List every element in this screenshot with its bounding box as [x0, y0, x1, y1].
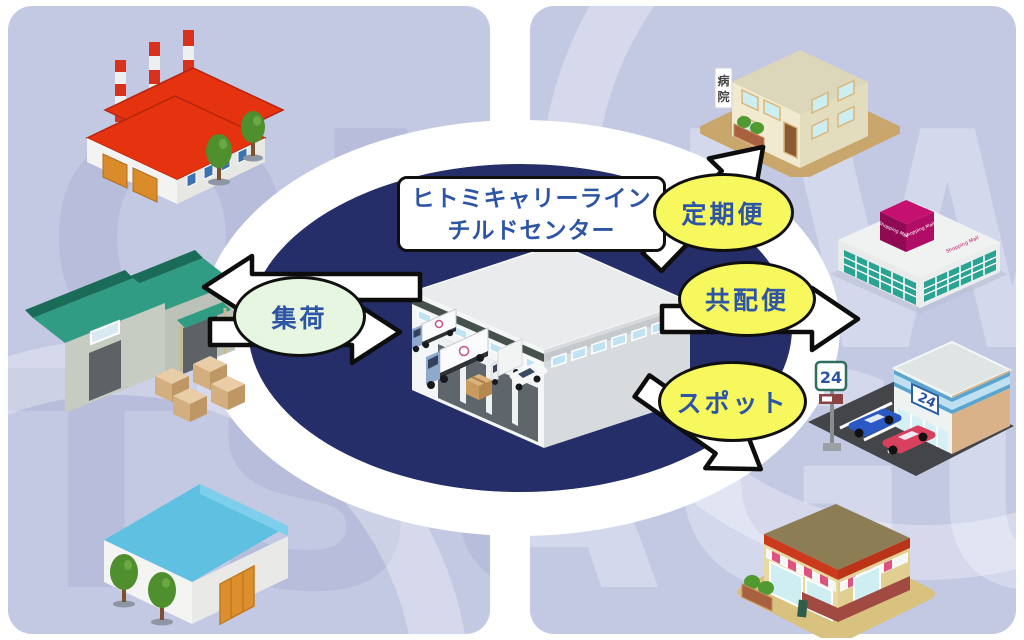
truck-icon — [426, 327, 489, 389]
pole-sign-24: 24 — [814, 360, 848, 451]
roof-front — [33, 278, 165, 343]
shopping-mall-icon: Shopping Mall Shopping Mall Shopping Mal… — [830, 200, 1008, 314]
chilled-center-warehouse-icon — [409, 243, 693, 448]
window — [90, 319, 120, 346]
factory-icon — [85, 30, 285, 204]
tree-icon — [148, 572, 176, 626]
tree-icon — [241, 111, 265, 162]
roof-ridge-front — [25, 270, 133, 318]
cardboard-box-icon — [466, 374, 492, 400]
shop-icon — [737, 504, 935, 638]
center-title-line2: チルドセンター — [447, 217, 616, 243]
brick-base-front — [802, 592, 838, 622]
svg-text:24: 24 — [820, 368, 842, 387]
awning-front — [766, 548, 836, 592]
hospital-icon: 病 院 — [700, 50, 900, 177]
hospital-sign: 病 院 — [714, 67, 733, 109]
roof-fascia-side — [838, 538, 910, 580]
store-24-sign: 24 — [911, 382, 939, 416]
signboard — [797, 599, 808, 618]
door — [783, 120, 798, 160]
flow-label-pickup: 集荷 — [233, 276, 366, 357]
flow-label-spot: スポット — [658, 361, 807, 442]
green-warehouse-icon — [25, 250, 245, 422]
flow-label-joint: 共配便 — [678, 261, 816, 337]
roof — [764, 504, 910, 570]
center-title-box: ヒトミキャリーライン チルドセンター — [397, 176, 666, 252]
car-red-icon — [882, 425, 936, 455]
van-icon — [509, 361, 548, 391]
roof-highlight — [200, 484, 288, 536]
box-truck-icon — [491, 338, 523, 385]
car-blue-icon — [848, 408, 902, 438]
flow-label-regular: 定期便 — [653, 173, 794, 252]
svg-text:24: 24 — [915, 390, 938, 411]
convenience-store-icon: 24 24 — [808, 340, 1014, 476]
garage-door — [89, 340, 121, 401]
wall-side — [800, 82, 868, 168]
tree-icon — [206, 134, 232, 186]
truck-icon — [412, 308, 457, 353]
mall-cube-sign: Shopping Mall Shopping Mall — [877, 200, 936, 252]
brick-base-side — [838, 576, 910, 622]
factory-doors — [102, 153, 158, 203]
center-title-line1: ヒトミキャリーライン — [411, 184, 652, 211]
roof-fascia-front — [764, 534, 838, 580]
hospital-sign-char2: 院 — [717, 89, 729, 104]
hospital-sign-char1: 病 — [717, 73, 729, 88]
tree-icon — [110, 554, 138, 608]
blue-warehouse-icon — [104, 484, 288, 626]
glass-front — [843, 250, 917, 305]
glass-side — [923, 250, 997, 302]
planter — [741, 575, 774, 612]
